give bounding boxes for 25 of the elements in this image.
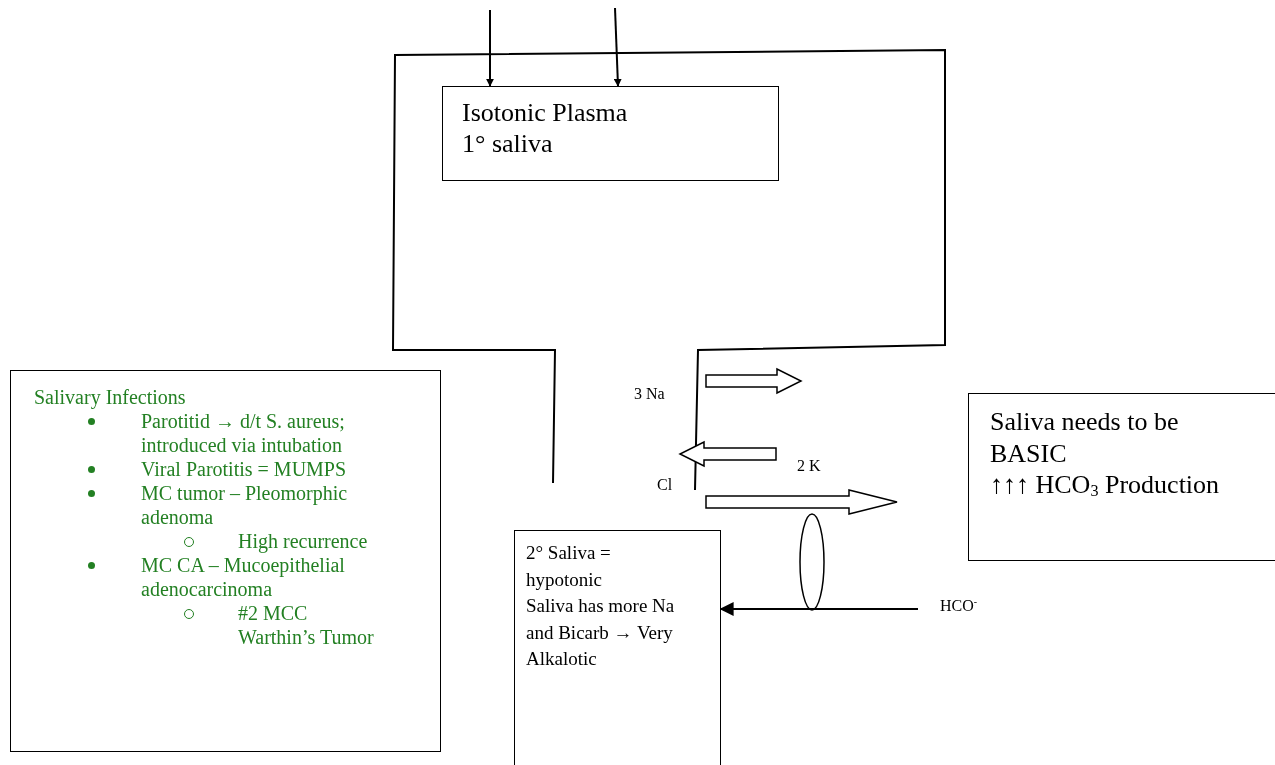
box-text: Saliva has more Na and Bicarb → Very Alkalotic (526, 594, 676, 672)
box-text: 1° saliva (462, 128, 554, 160)
ion-label: 2 K (797, 457, 821, 475)
box-text: 2° Saliva = hypotonic (526, 541, 612, 592)
text-box (442, 86, 779, 181)
list-item: MC tumor – Pleomorphic adenoma (141, 481, 349, 529)
text-box (514, 530, 721, 765)
arrow (613, 7, 622, 87)
box-text: Isotonic Plasma (462, 97, 629, 129)
transporter-ellipse (799, 513, 825, 611)
arrow (719, 602, 919, 616)
list-item: Parotitid → d/t S. aureus; introduced via intubation (141, 409, 346, 457)
arrow (486, 9, 494, 87)
ion-label: HCO$^{-}$ (940, 596, 979, 616)
ion-label: Cl (657, 476, 673, 494)
box-text: ↑↑↑ HCO$_{3}$ Production (990, 469, 1221, 502)
list-item: High recurrence (238, 529, 369, 553)
text-box (968, 393, 1275, 561)
text-box (10, 370, 441, 752)
ion-label: 3 Na (634, 385, 665, 403)
box-text: Saliva needs to be BASIC (990, 406, 1180, 470)
list-heading: Salivary Infections (34, 385, 187, 409)
list-item: Viral Parotitis = MUMPS (141, 457, 348, 481)
list-item: #2 MCC Warthin’s Tumor (238, 601, 375, 649)
list-item: MC CA – Mucoepithelial adenocarcinoma (141, 553, 346, 601)
